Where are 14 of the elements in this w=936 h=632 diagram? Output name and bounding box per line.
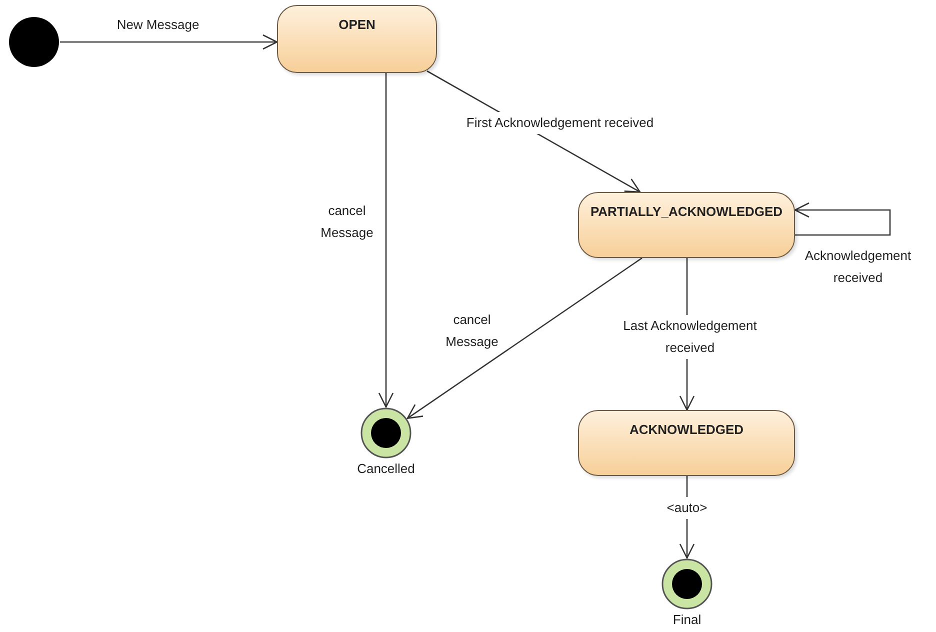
- transition-arrow: [378, 73, 394, 408]
- edge-label: <auto>: [666, 497, 708, 519]
- state-box: [277, 5, 437, 73]
- state-label: Final: [672, 612, 702, 627]
- state-name: OPEN: [338, 17, 376, 32]
- transition-arrow: [60, 34, 278, 50]
- state-label: Cancelled: [357, 461, 415, 476]
- transition-arrow: [406, 257, 642, 419]
- state-box: [578, 192, 795, 258]
- state-box: [578, 410, 795, 476]
- state-name: PARTIALLY_ACKNOWLEDGED: [590, 204, 783, 219]
- edge-label: First Acknowledgement received: [466, 112, 654, 134]
- state-name: ACKNOWLEDGED: [629, 422, 744, 437]
- transition-arrow: [794, 202, 891, 236]
